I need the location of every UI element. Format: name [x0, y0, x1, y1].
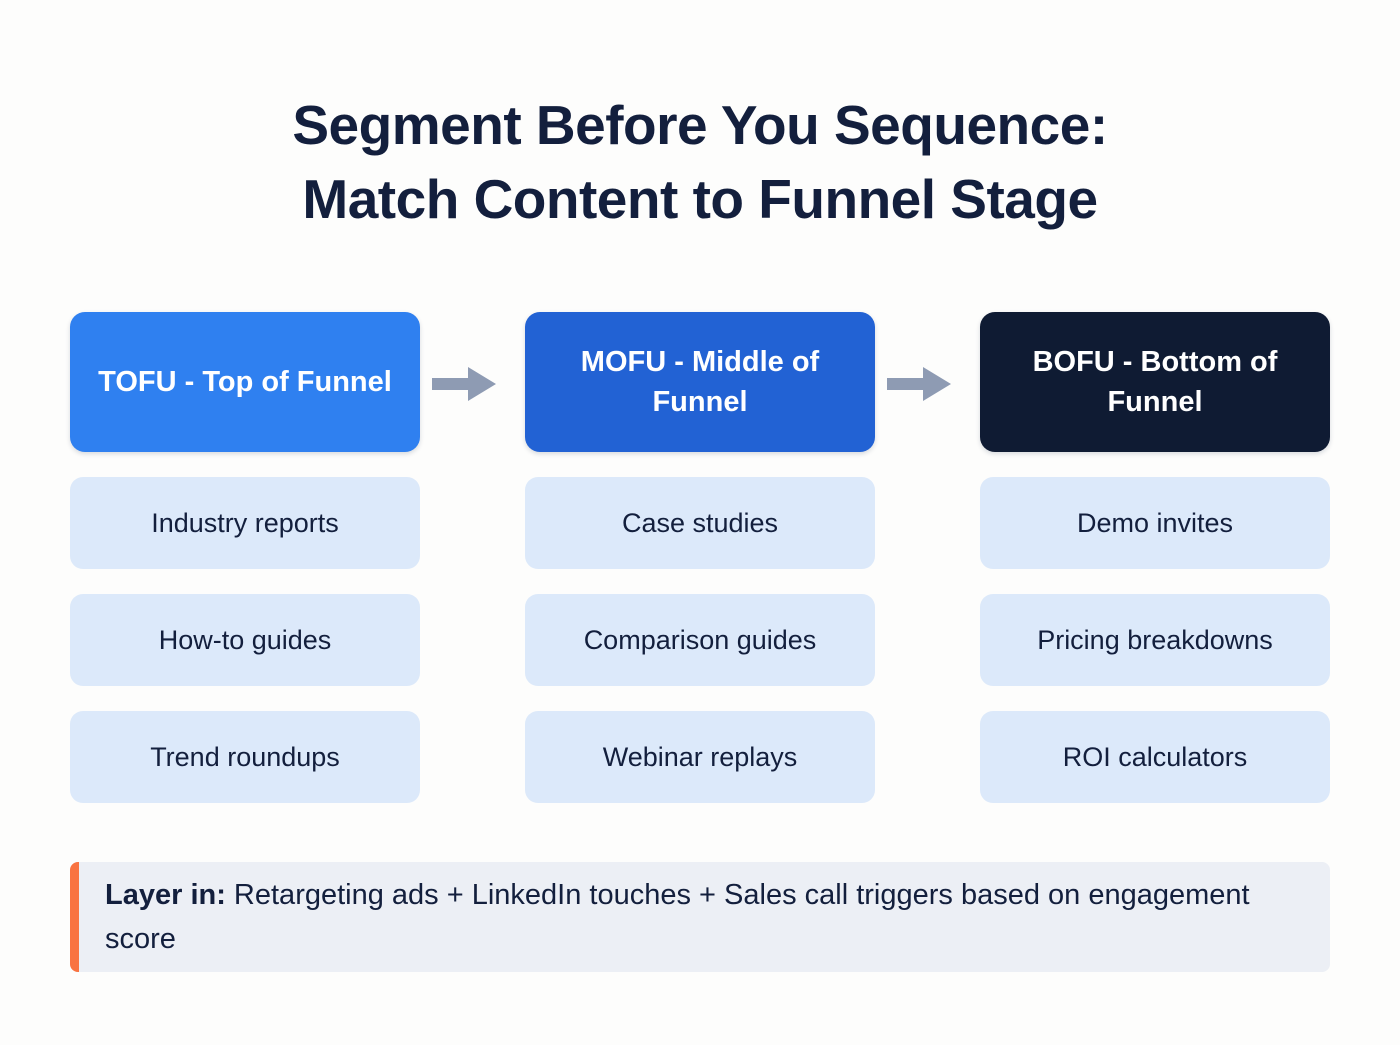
- content-item-card[interactable]: Industry reports: [70, 477, 420, 569]
- callout-text: Layer in: Retargeting ads + LinkedIn tou…: [79, 873, 1330, 961]
- stage-header-mofu[interactable]: MOFU - Middle of Funnel: [525, 312, 875, 452]
- right-arrow-icon: [887, 364, 951, 404]
- content-item-card[interactable]: Comparison guides: [525, 594, 875, 686]
- content-item-card[interactable]: Pricing breakdowns: [980, 594, 1330, 686]
- funnel-column-mofu: MOFU - Middle of Funnel Case studies Com…: [525, 312, 875, 803]
- stage-header-bofu[interactable]: BOFU - Bottom of Funnel: [980, 312, 1330, 452]
- stage-header-tofu[interactable]: TOFU - Top of Funnel: [70, 312, 420, 452]
- right-arrow-icon: [432, 364, 496, 404]
- funnel-column-bofu: BOFU - Bottom of Funnel Demo invites Pri…: [980, 312, 1330, 803]
- layer-in-callout: Layer in: Retargeting ads + LinkedIn tou…: [70, 862, 1330, 972]
- page-title: Segment Before You Sequence: Match Conte…: [0, 88, 1400, 236]
- funnel-column-tofu: TOFU - Top of Funnel Industry reports Ho…: [70, 312, 420, 803]
- content-item-card[interactable]: Trend roundups: [70, 711, 420, 803]
- content-item-card[interactable]: Demo invites: [980, 477, 1330, 569]
- callout-body-text: Retargeting ads + LinkedIn touches + Sal…: [105, 879, 1250, 955]
- page-title-line-2: Match Content to Funnel Stage: [302, 168, 1098, 230]
- funnel-stage-grid: TOFU - Top of Funnel Industry reports Ho…: [70, 312, 1330, 803]
- page-title-line-1: Segment Before You Sequence:: [292, 94, 1108, 156]
- callout-accent-stripe: [70, 862, 79, 972]
- content-item-card[interactable]: ROI calculators: [980, 711, 1330, 803]
- callout-lead-label: Layer in:: [105, 879, 226, 911]
- content-item-card[interactable]: Webinar replays: [525, 711, 875, 803]
- content-item-card[interactable]: Case studies: [525, 477, 875, 569]
- content-item-card[interactable]: How-to guides: [70, 594, 420, 686]
